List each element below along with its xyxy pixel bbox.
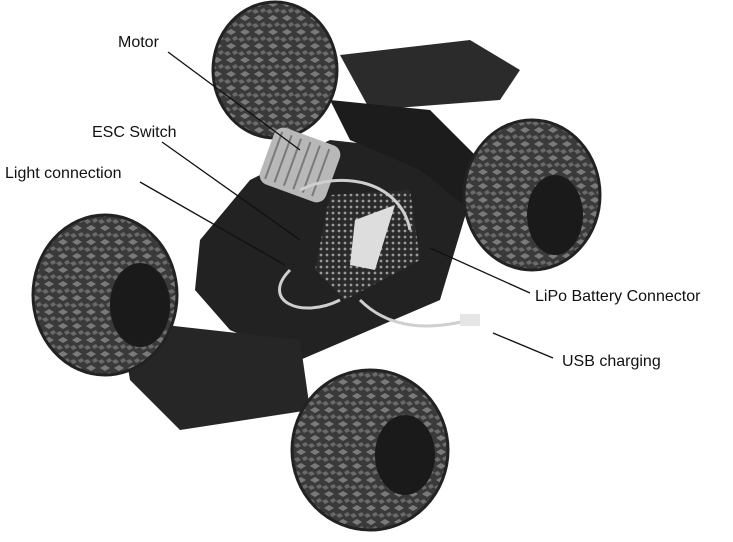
battery-pack [315,190,420,300]
rear-bottom-tire [290,368,450,532]
lipo-connector-leader [429,247,531,294]
usb-charging-label: USB charging [562,353,661,370]
motor-leader [167,51,301,151]
front-left-tire [211,0,339,140]
rear-right-tire [462,118,602,272]
usb-plug [460,314,480,326]
motor-label: Motor [118,34,159,51]
light-connection-label: Light connection [5,165,122,182]
front-left-lower-tire [31,213,179,377]
esc-switch-leader [161,141,301,241]
leader-lines [139,51,554,359]
usb-charging-leader [492,332,554,359]
esc-switch-label: ESC Switch [92,124,177,141]
wiring [278,178,471,328]
lipo-battery-connector-label: LiPo Battery Connector [535,288,701,305]
light-connection-leader [139,181,286,266]
